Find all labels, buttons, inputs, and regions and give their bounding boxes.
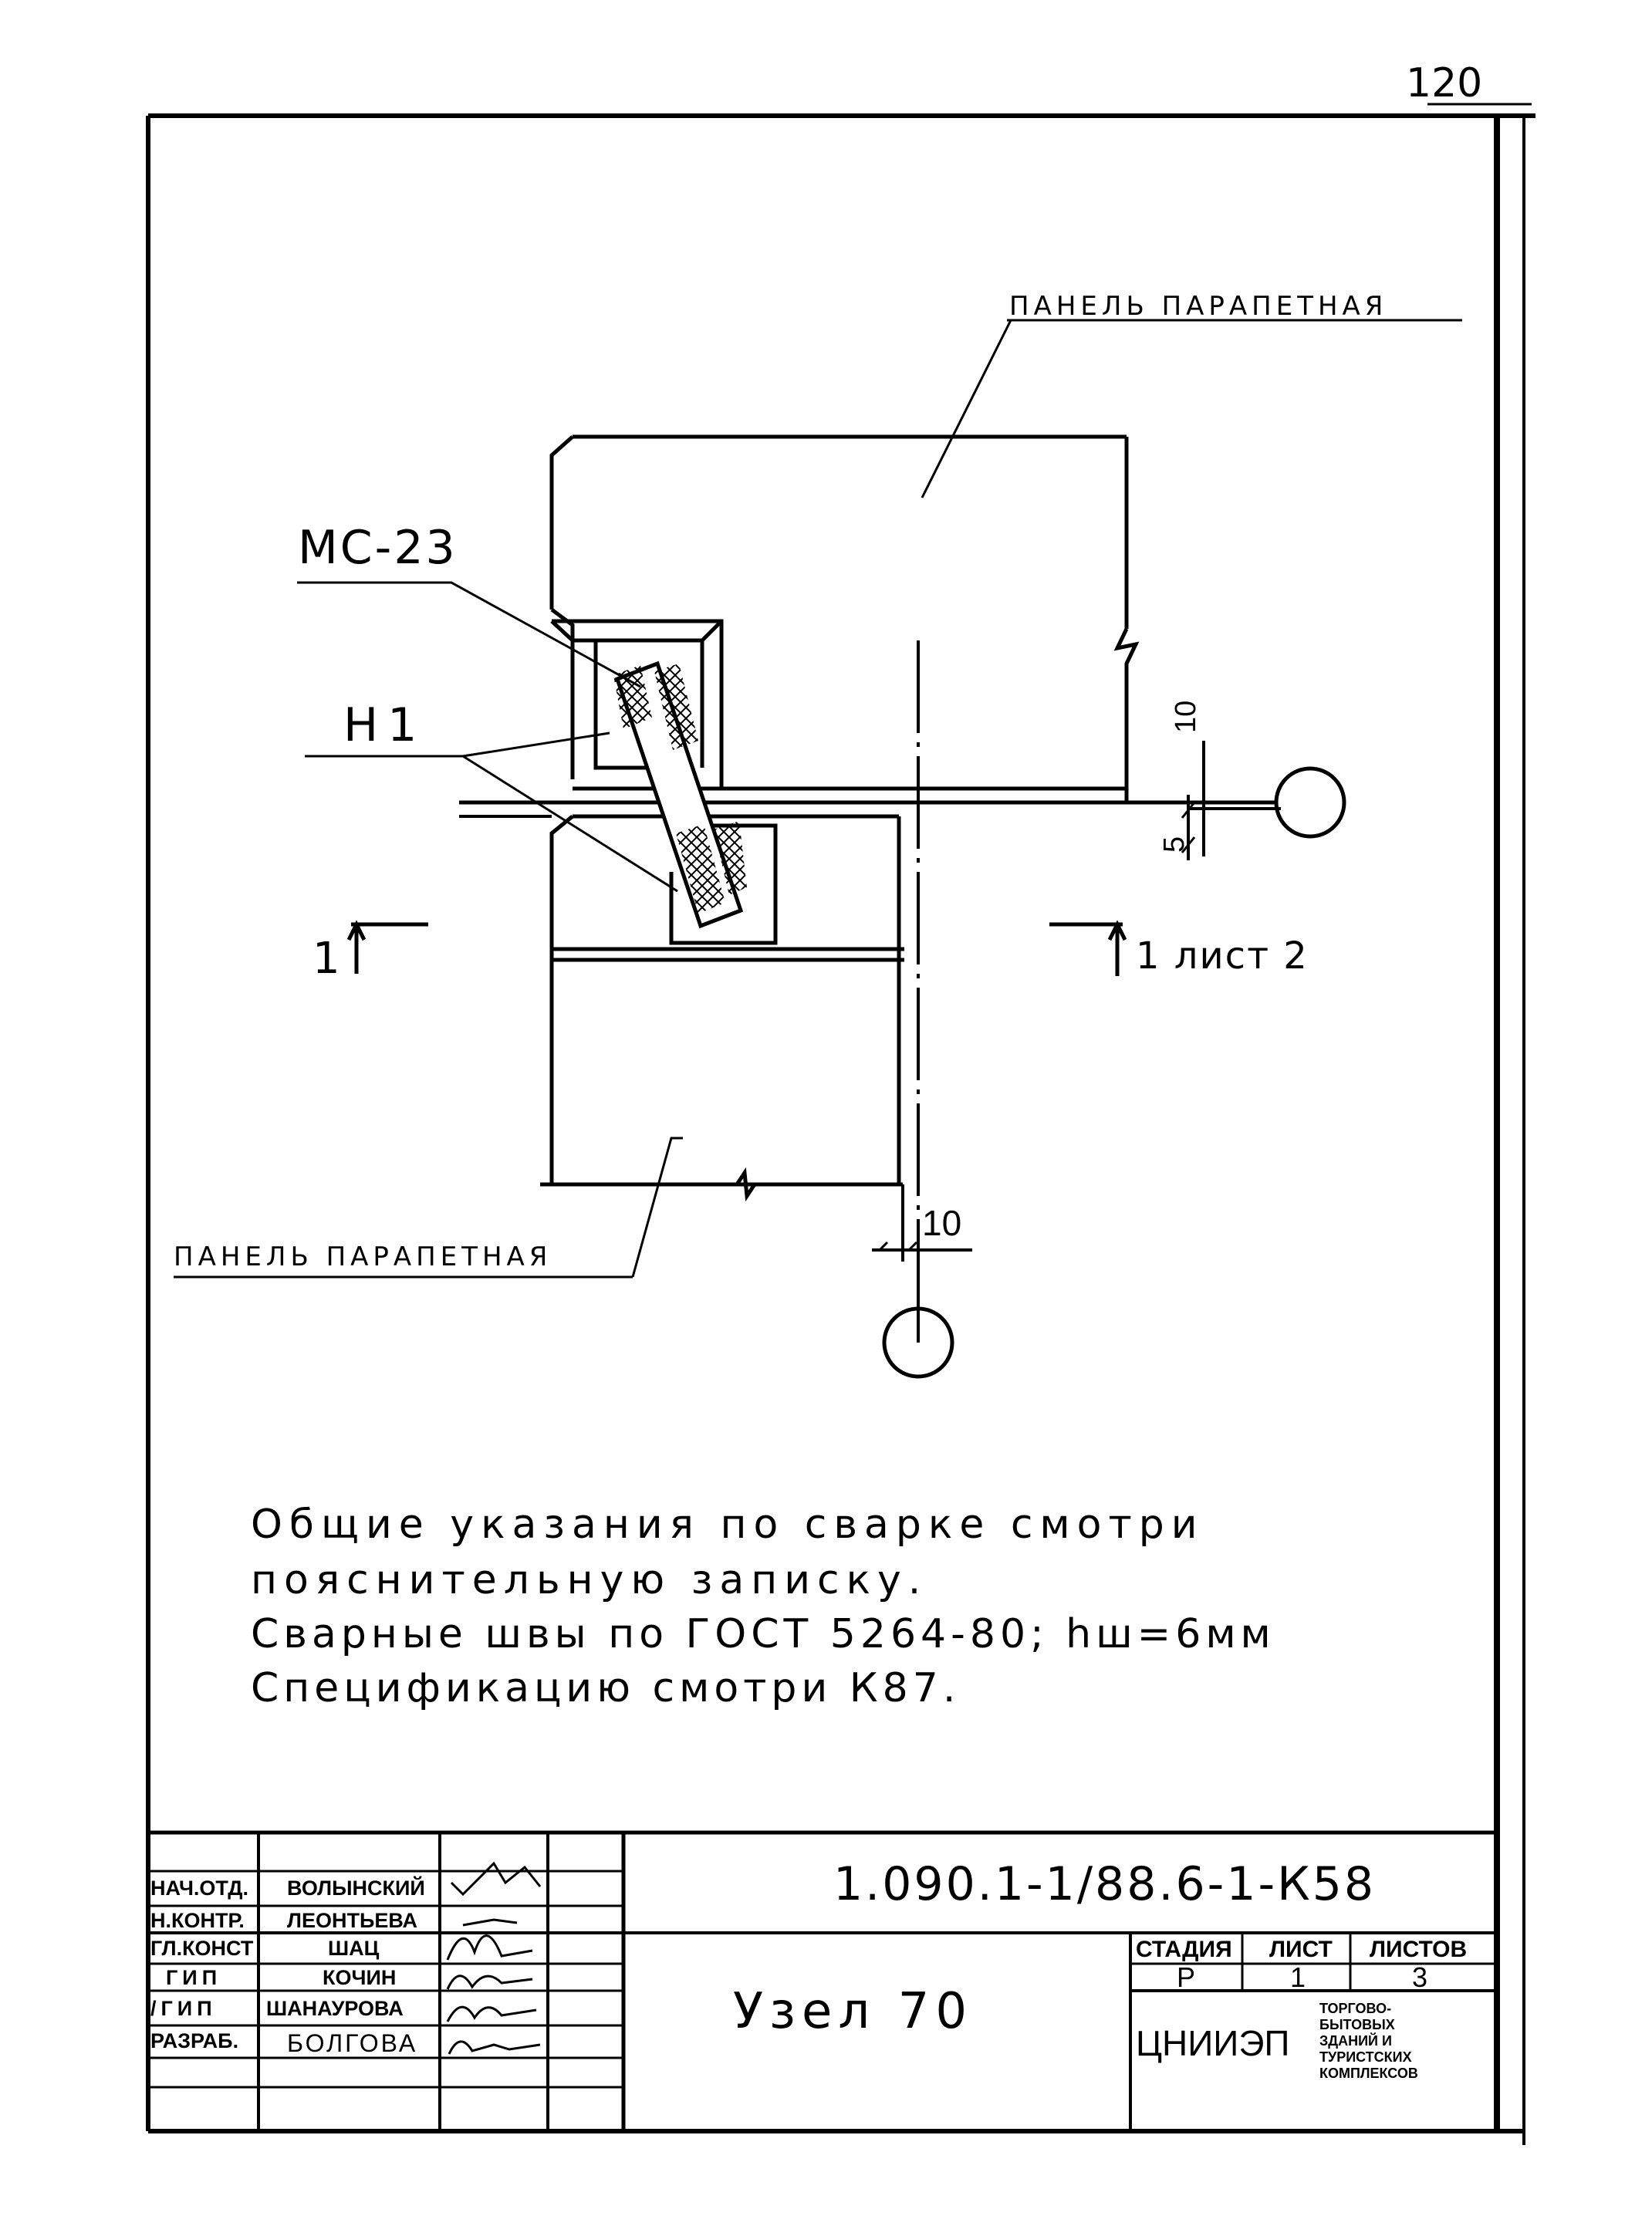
org-subtitle-line: КОМПЛЕКСОВ (1319, 2066, 1418, 2081)
stage-value: Р (1177, 1961, 1196, 1993)
role-gip-2: /ГИП (150, 1997, 217, 2020)
label-panel-bottom: ПАНЕЛЬ ПАРАПЕТНАЯ (174, 1241, 552, 1272)
name-kochin: КОЧИН (323, 1966, 397, 1989)
name-shanaurova: ШАНАУРОВА (266, 1997, 404, 2020)
label-panel-top: ПАНЕЛЬ ПАРАПЕТНАЯ (1009, 291, 1388, 322)
org-subtitle-line: ТОРГОВО- (1319, 2001, 1392, 2016)
drawing-title: Узел 70 (733, 1983, 974, 2040)
stage-header: СТАДИЯ (1136, 1937, 1232, 1962)
axis-lines (872, 640, 1346, 1379)
sheet-value: 1 (1290, 1961, 1306, 1993)
name-volynsky: ВОЛЫНСКИЙ (287, 1877, 425, 1900)
role-razrab: РАЗРАБ. (150, 2029, 239, 2052)
section-marks (346, 920, 1127, 976)
leader-lines (174, 319, 1462, 1279)
signature-3 (446, 1934, 533, 1961)
embedded-plate-bottom (669, 823, 778, 945)
organization-name: ЦНИИЭП (1136, 2023, 1290, 2063)
parapet-panel-top (549, 434, 1140, 802)
joint-lines (459, 786, 1277, 818)
signature-5 (446, 2005, 537, 2022)
organization-subtitle: ТОРГОВО- БЫТОВЫХ ЗДАНИЙ И ТУРИСТСКИХ КОМ… (1319, 2002, 1418, 2083)
sheets-value: 3 (1412, 1961, 1428, 1993)
org-subtitle-line: ЗДАНИЙ И (1319, 2033, 1392, 2049)
signatures (446, 1861, 542, 2055)
note-line-2: пояснительную записку. (251, 1557, 928, 1603)
section-mark-left: 1 (312, 934, 345, 984)
page-number: 120 (1406, 60, 1483, 106)
org-subtitle-line: ТУРИСТСКИХ (1319, 2049, 1412, 2065)
signature-2 (462, 1918, 518, 1927)
sheets-header: ЛИСТОВ (1370, 1937, 1468, 1962)
document-code: 1.090.1-1/88.6-1-К58 (833, 1857, 1377, 1911)
dimension-10-bottom: 10 (922, 1203, 962, 1243)
signature-6 (448, 2040, 541, 2055)
name-bolgova: БОЛГОВА (287, 2029, 418, 2057)
sheet-header: ЛИСТ (1269, 1937, 1333, 1962)
section-mark-right: 1 лист 2 (1136, 934, 1309, 978)
sheet-frame (146, 103, 1535, 2145)
embedded-plate-top (550, 619, 724, 791)
dimension-10-right: 10 (1170, 700, 1202, 733)
parapet-panel-bottom (540, 814, 904, 1202)
name-leontyeva: ЛЕОНТЬЕВА (287, 1909, 418, 1932)
note-line-4: Спецификацию смотри К87. (251, 1665, 961, 1711)
signature-4 (446, 1975, 533, 1990)
name-shats: ШАЦ (328, 1937, 380, 1960)
signature-1 (450, 1861, 542, 1897)
role-nach-otd: НАЧ.ОТД. (150, 1877, 248, 1900)
label-mc23: МС-23 (298, 521, 458, 575)
role-gip: ГИП (166, 1966, 222, 1989)
note-line-3: Сварные швы по ГОСТ 5264-80; hш=6мм (251, 1611, 1275, 1657)
label-h1: Н1 (343, 698, 427, 752)
mc23-connector (613, 660, 747, 929)
dimension-5-right: 5 (1158, 836, 1191, 853)
title-block-grid (148, 1830, 1497, 2131)
org-subtitle-line: БЫТОВЫХ (1319, 2017, 1395, 2032)
note-line-1: Общие указания по сварке смотри (251, 1502, 1204, 1548)
role-n-kontr: Н.КОНТР. (150, 1909, 245, 1932)
role-gl-konst: ГЛ.КОНСТ (150, 1937, 254, 1960)
